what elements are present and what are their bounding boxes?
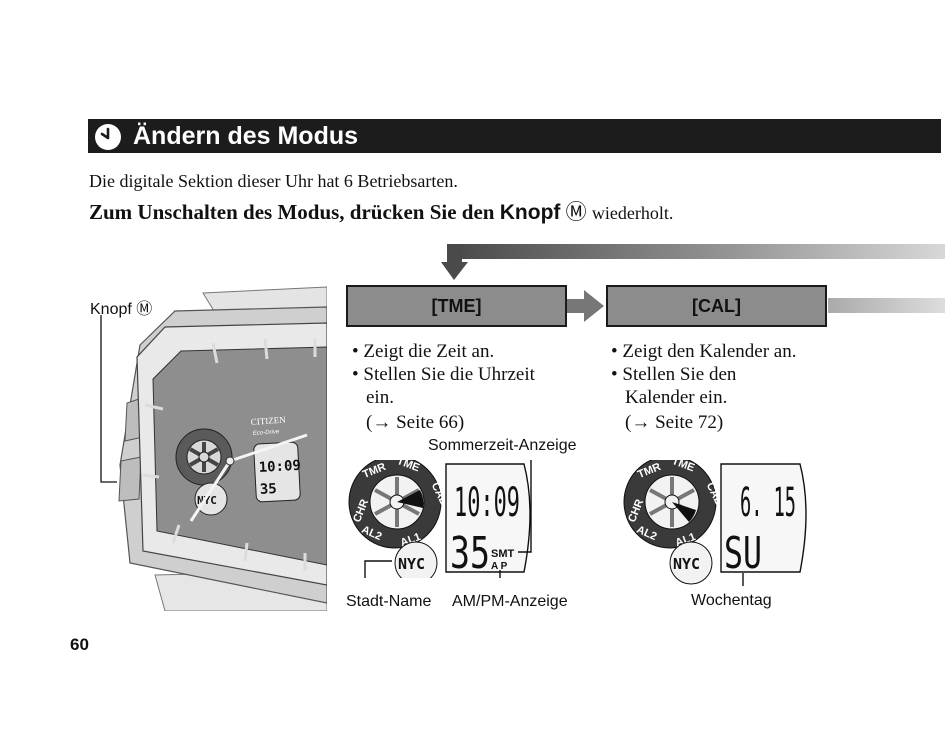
cal-lcd-date: 6. 15 (740, 480, 796, 526)
instruction-main: Zum Unschalten des Modus, drücken Sie de… (89, 200, 495, 224)
next-mode-arrow (566, 290, 604, 322)
mode-flow-arrows (441, 244, 945, 313)
tme-lcd-ampm: A P (491, 561, 508, 572)
tme-city: NYC (398, 555, 425, 573)
cal-bullet-2: • Stellen Sie den (611, 364, 737, 385)
mode-box-cal: [CAL] (606, 285, 827, 327)
instruction-rest: wiederholt. (591, 203, 674, 223)
m-button-symbol: Ⓜ (565, 200, 587, 224)
tme-bullet-1: • Zeigt die Zeit an. (352, 341, 495, 362)
callout-sommerzeit: Sommerzeit-Anzeige (428, 437, 577, 454)
clock-icon (95, 124, 121, 150)
watch-illustration: CITIZEN Eco-Drive 10:09 35 NYC (100, 286, 327, 611)
tme-bullet-2-cont: ein. (366, 387, 394, 408)
tme-page-ref: (→ Seite 66) (366, 412, 465, 433)
instruction-knopf: Knopf (499, 201, 561, 224)
cal-display-diagram: CHR TMR TME CAL AL1 AL2 NYC 6. 15 SU (623, 460, 807, 586)
cal-page-ref: (→ Seite 72) (625, 412, 724, 433)
cal-bullet-2-cont: Kalender ein. (625, 387, 728, 408)
watch-lcd-time: 10:09 (258, 458, 301, 476)
instruction-text: Zum Unschalten des Modus, drücken Sie de… (89, 196, 673, 226)
callout-wochentag: Wochentag (691, 592, 772, 609)
cal-bullet-1: • Zeigt den Kalender an. (611, 341, 797, 362)
watch-subbrand: Eco-Drive (253, 429, 280, 437)
tme-lcd-time: 10:09 (454, 480, 520, 526)
section-header-bar (88, 119, 941, 153)
intro-text: Die digitale Sektion dieser Uhr hat 6 Be… (89, 171, 458, 191)
callout-stadt-name: Stadt-Name (346, 593, 432, 610)
page-title: Ändern des Modus (133, 122, 359, 150)
tme-display-diagram: CHR TMR TME CAL AL1 AL2 NYC 10:09 35 SMT… (348, 460, 532, 578)
tme-lcd-smt: SMT (491, 548, 515, 560)
watch-lcd-seconds: 35 (259, 481, 277, 498)
cal-city: NYC (673, 555, 700, 573)
knopf-m-label: Knopf Ⓜ (90, 301, 153, 318)
callout-ampm: AM/PM-Anzeige (452, 593, 568, 610)
tme-bullet-2: • Stellen Sie die Uhrzeit (352, 364, 535, 385)
watch-brand: CITIZEN (250, 415, 286, 427)
cal-lcd-weekday: SU (724, 528, 762, 579)
page-number: 60 (70, 635, 89, 654)
mode-box-tme: [TME] (346, 285, 567, 327)
tme-lcd-seconds: 35 (450, 528, 490, 578)
